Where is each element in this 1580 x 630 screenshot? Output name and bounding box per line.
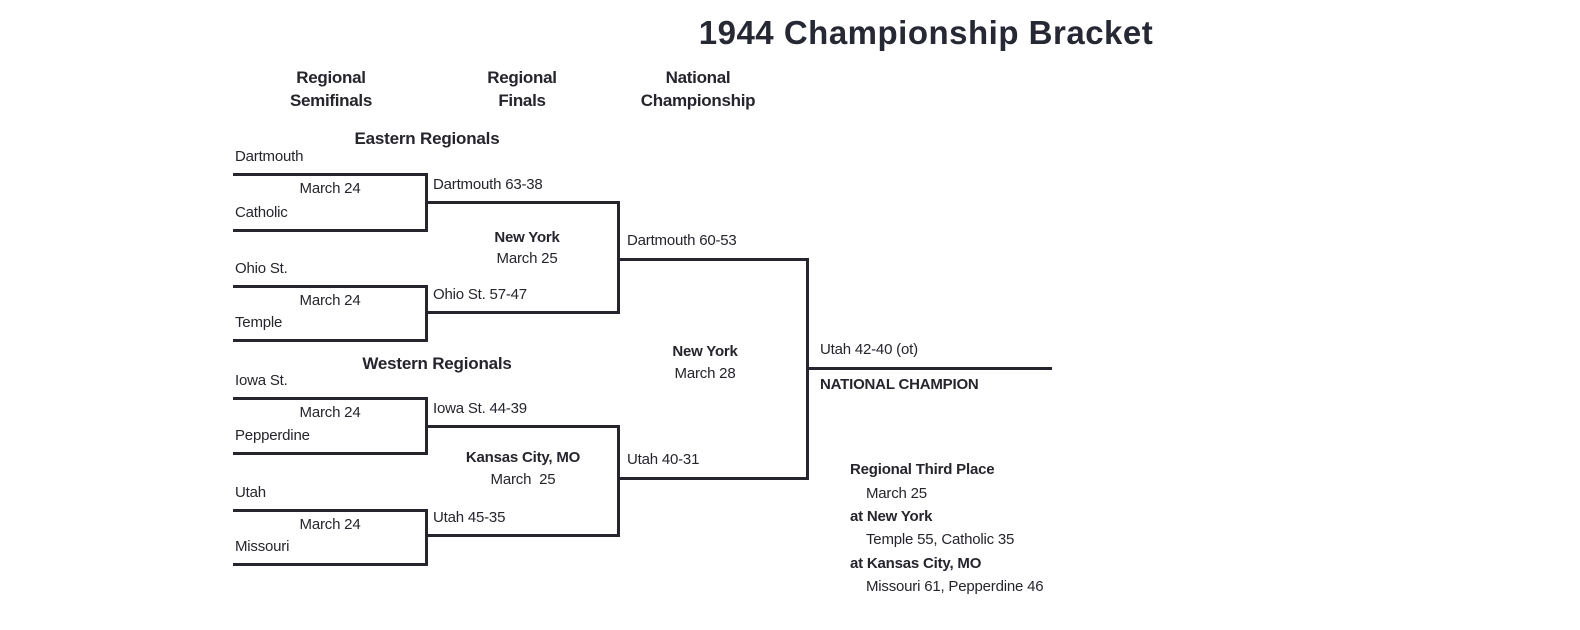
bracket-line-west-final-joiner bbox=[617, 425, 620, 537]
west-sf2-team-bottom: Missouri bbox=[235, 538, 290, 555]
west-sf1-team-top: Iowa St. bbox=[235, 372, 288, 389]
bracket-line-west-sf2-bottom bbox=[233, 563, 428, 566]
bracket-line-east-sf1-top bbox=[233, 173, 428, 176]
third-place-game2-site: at Kansas City, MO bbox=[850, 555, 982, 572]
round-header-line1: National bbox=[665, 68, 731, 87]
east-sf2-team-bottom: Temple bbox=[235, 314, 283, 331]
championship-date: March 28 bbox=[674, 365, 736, 382]
round-header-line2: Finals bbox=[498, 91, 546, 110]
national-champion-label: NATIONAL CHAMPION bbox=[820, 376, 979, 393]
bracket-line-west-final-bottom bbox=[425, 534, 620, 537]
champion-result: Utah 42-40 (ot) bbox=[820, 341, 918, 358]
third-place-heading: Regional Third Place bbox=[850, 461, 995, 478]
east-final-site: New York bbox=[494, 229, 560, 246]
championship-site: New York bbox=[672, 343, 738, 360]
bracket-line-east-sf2-bottom bbox=[233, 339, 428, 342]
round-header-championship: National Championship bbox=[598, 66, 798, 112]
bracket-line-west-sf2-joiner bbox=[425, 509, 428, 566]
west-sf1-team-bottom: Pepperdine bbox=[235, 427, 310, 444]
bracket-line-champion bbox=[806, 367, 1052, 370]
west-sf2-date: March 24 bbox=[299, 516, 361, 533]
round-header-line2: Championship bbox=[640, 91, 756, 110]
west-sf1-date: March 24 bbox=[299, 404, 361, 421]
round-header-line1: Regional bbox=[487, 68, 557, 87]
bracket-line-championship-bottom bbox=[617, 477, 809, 480]
round-header-line1: Regional bbox=[296, 68, 366, 87]
bracket-line-west-sf1-top bbox=[233, 397, 428, 400]
round-header-line2: Semifinals bbox=[289, 91, 373, 110]
bracket-line-west-sf1-bottom bbox=[233, 452, 428, 455]
east-final-advancer-top: Dartmouth 63-38 bbox=[433, 176, 543, 193]
east-region-heading: Eastern Regionals bbox=[354, 129, 500, 148]
east-final-advancer-bottom: Ohio St. 57-47 bbox=[433, 286, 527, 303]
third-place-game2-result: Missouri 61, Pepperdine 46 bbox=[866, 578, 1044, 595]
west-region-heading: Western Regionals bbox=[362, 354, 512, 373]
bracket-line-east-sf1-bottom bbox=[233, 229, 428, 232]
east-sf1-date: March 24 bbox=[299, 180, 361, 197]
west-final-date: March 25 bbox=[490, 471, 556, 488]
round-header-semifinals: Regional Semifinals bbox=[231, 66, 431, 112]
east-final-date: March 25 bbox=[496, 250, 558, 267]
bracket-line-east-final-bottom bbox=[425, 311, 620, 314]
round-header-finals: Regional Finals bbox=[422, 66, 622, 112]
page-title: 1944 Championship Bracket bbox=[698, 14, 1154, 51]
bracket-line-championship-top bbox=[617, 258, 809, 261]
west-final-advancer-top: Iowa St. 44-39 bbox=[433, 400, 527, 417]
championship-advancer-west: Utah 40-31 bbox=[627, 451, 700, 468]
bracket-line-east-final-top bbox=[425, 201, 620, 204]
east-sf2-team-top: Ohio St. bbox=[235, 260, 288, 277]
west-final-site: Kansas City, MO bbox=[465, 449, 581, 466]
east-sf2-date: March 24 bbox=[299, 292, 361, 309]
championship-advancer-east: Dartmouth 60-53 bbox=[627, 232, 737, 249]
bracket-line-east-final-joiner bbox=[617, 201, 620, 314]
west-final-advancer-bottom: Utah 45-35 bbox=[433, 509, 506, 526]
bracket-line-east-sf2-top bbox=[233, 285, 428, 288]
bracket-line-west-final-top bbox=[425, 425, 620, 428]
third-place-date: March 25 bbox=[866, 485, 927, 502]
east-sf1-team-bottom: Catholic bbox=[235, 204, 288, 221]
third-place-game1-result: Temple 55, Catholic 35 bbox=[866, 531, 1015, 548]
west-sf2-team-top: Utah bbox=[235, 484, 266, 501]
third-place-game1-site: at New York bbox=[850, 508, 933, 525]
bracket-line-west-sf2-top bbox=[233, 509, 428, 512]
east-sf1-team-top: Dartmouth bbox=[235, 148, 304, 165]
